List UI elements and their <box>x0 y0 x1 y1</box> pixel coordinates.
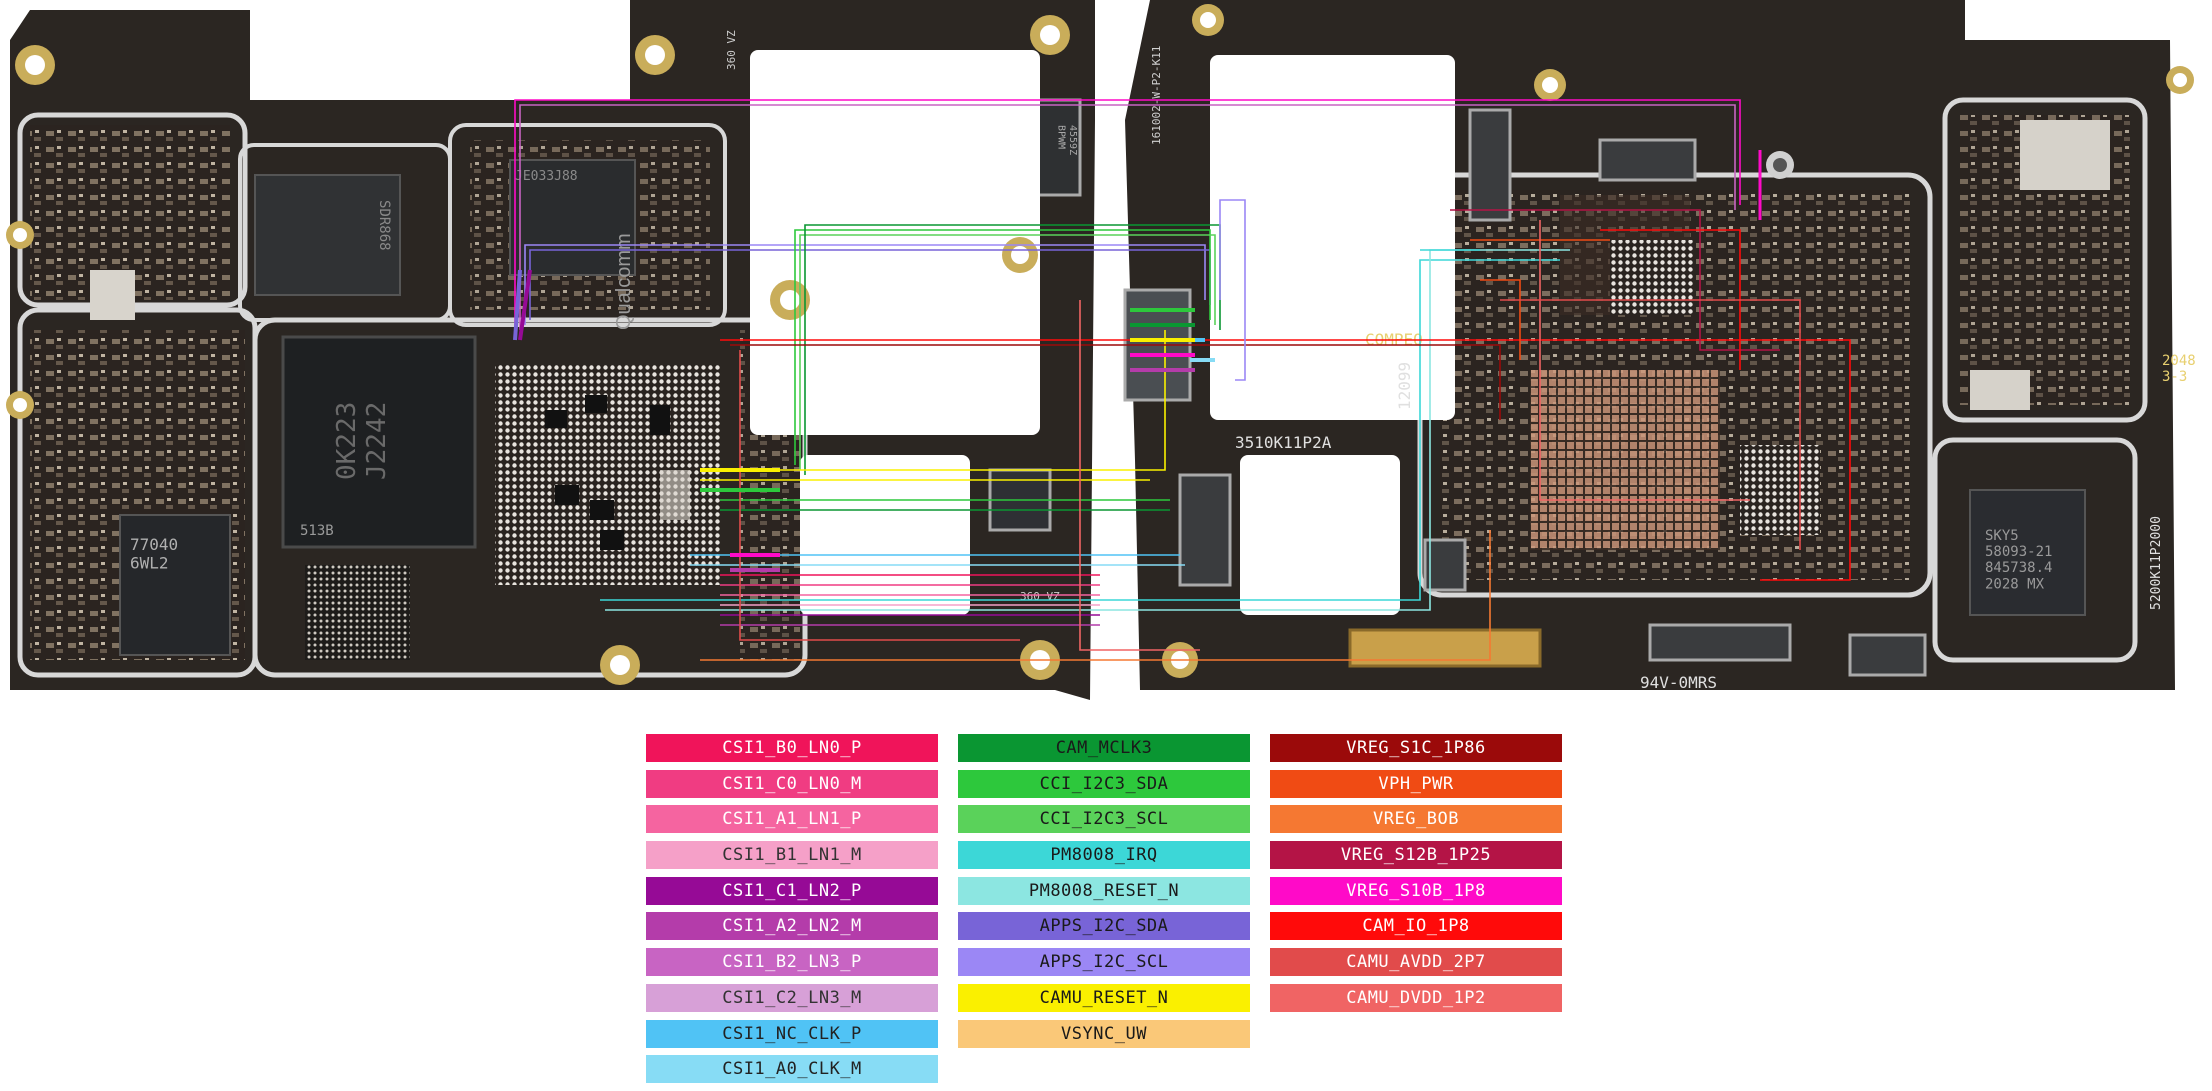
legend-item: CAMU_AVDD_2P7 <box>1270 948 1562 977</box>
legend-item: VREG_S1C_1P86 <box>1270 734 1562 762</box>
legend-item: CSI1_C0_LN0_M <box>646 769 938 798</box>
legend-item: CCI_I2C3_SCL <box>958 805 1250 834</box>
board-text-12099: 12099 <box>1395 362 1414 410</box>
left-board: Qualcomm SDR868 JE033J88 0K223J2242 513B… <box>6 0 1095 700</box>
legend-item: VPH_PWR <box>1270 769 1562 798</box>
pcb-board-photo: Qualcomm SDR868 JE033J88 0K223J2242 513B… <box>6 0 2212 700</box>
legend-item: CAM_MCLK3 <box>958 734 1250 762</box>
legend-item: CCI_I2C3_SDA <box>958 769 1250 798</box>
chip-label-sdr: SDR868 <box>376 200 392 251</box>
chip-label-pmic: JE033J88 <box>515 169 578 184</box>
legend-item: APPS_I2C_SCL <box>958 948 1250 977</box>
legend-item: VSYNC_UW <box>958 1019 1250 1048</box>
board-text-mac: 161002-W-P2-K11 <box>1150 46 1163 145</box>
board-text-5200: 5200K11P2000 <box>2149 516 2164 610</box>
legend-item: CSI1_A0_CLK_M <box>646 1055 938 1084</box>
chip-label-4559: 4559ZBPWM <box>1056 125 1079 155</box>
legend-column-1: CSI1_B0_LN0_P CSI1_C0_LN0_M CSI1_A1_LN1_P C… <box>646 734 938 1091</box>
signal-traces <box>513 99 1851 661</box>
chip-label-ram-small: 513B <box>300 523 334 539</box>
legend-item: CSI1_A1_LN1_P <box>646 805 938 834</box>
legend-item: CSI1_A2_LN2_M <box>646 912 938 941</box>
legend-item: CAMU_DVDD_1P2 <box>1270 983 1562 1012</box>
board-text-360vz-bottom: 360 VZ <box>1020 590 1060 603</box>
legend-item: CSI1_B0_LN0_P <box>646 734 938 762</box>
legend-item: PM8008_RESET_N <box>958 876 1250 905</box>
legend-item: CSI1_C2_LN3_M <box>646 983 938 1012</box>
pcb-diagram: Qualcomm SDR868 JE033J88 0K223J2242 513B… <box>6 0 2212 700</box>
legend-item: VREG_S10B_1P8 <box>1270 876 1562 905</box>
board-text-360vz-top: 360 VZ <box>725 30 738 70</box>
chip-label-ram: 0K223J2242 <box>332 402 392 480</box>
legend-item: CSI1_B1_LN1_M <box>646 841 938 870</box>
chip-label-qualcomm: Qualcomm <box>613 233 635 330</box>
legend-item: PM8008_IRQ <box>958 841 1250 870</box>
board-text-94v: 94V-0MRS <box>1640 673 1717 692</box>
legend-item: CAM_IO_1P8 <box>1270 912 1562 941</box>
legend-item: CSI1_C1_LN2_P <box>646 876 938 905</box>
legend-item: CSI1_NC_CLK_P <box>646 1019 938 1048</box>
legend-item: CSI1_B2_LN3_P <box>646 948 938 977</box>
board-text-3510: 3510K11P2A <box>1235 433 1332 452</box>
legend-item: CAMU_RESET_N <box>958 983 1250 1012</box>
legend-item: VREG_BOB <box>1270 805 1562 834</box>
legend-item: APPS_I2C_SDA <box>958 912 1250 941</box>
legend-item: VREG_S12B_1P25 <box>1270 841 1562 870</box>
